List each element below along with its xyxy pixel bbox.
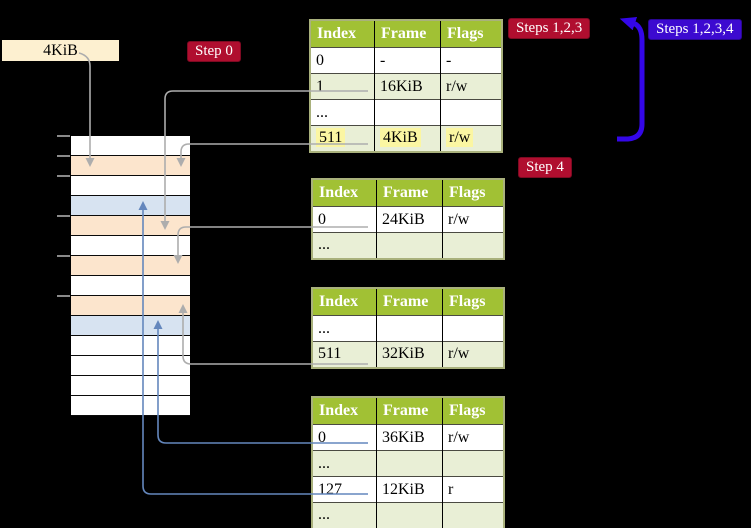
memory-frame-row bbox=[71, 236, 190, 256]
column-header: Frame bbox=[374, 20, 441, 48]
table-cell bbox=[442, 502, 504, 528]
table-cell bbox=[376, 315, 443, 342]
table-cell: 511 bbox=[310, 125, 375, 152]
table-cell: 12KiB bbox=[376, 476, 443, 503]
memory-frame-row bbox=[71, 356, 190, 376]
table-row: ... bbox=[312, 450, 504, 477]
highlighted-value: 4KiB bbox=[380, 128, 421, 148]
memory-address-tick bbox=[57, 215, 70, 217]
column-header: Index bbox=[312, 397, 377, 425]
table-cell: 1 bbox=[310, 73, 375, 100]
table-cell bbox=[374, 99, 441, 126]
table-cell: 127 bbox=[312, 476, 377, 503]
memory-frame-row bbox=[71, 176, 190, 196]
step-0-badge: Step 0 bbox=[187, 41, 241, 62]
table-row: ... bbox=[312, 232, 504, 259]
steps-loop-arrow bbox=[617, 16, 645, 142]
table-cell: ... bbox=[310, 99, 375, 126]
memory-frame-row bbox=[71, 376, 190, 396]
memory-frame-row bbox=[71, 156, 190, 176]
table-cell: 24KiB bbox=[376, 206, 443, 233]
memory-frame-row bbox=[71, 196, 190, 216]
column-header: Frame bbox=[376, 179, 443, 207]
table-cell bbox=[376, 232, 443, 259]
column-header: Flags bbox=[442, 397, 504, 425]
table-cell: ... bbox=[312, 450, 377, 477]
table-row: 511 4KiB r/w bbox=[310, 125, 502, 152]
memory-frame-row bbox=[71, 396, 190, 416]
highlighted-value: 511 bbox=[316, 128, 346, 148]
table-cell: 0 bbox=[310, 47, 375, 74]
table-cell: r/w bbox=[442, 424, 504, 451]
table-cell: 511 bbox=[312, 341, 377, 368]
table-row: ... bbox=[312, 502, 504, 528]
table-cell: ... bbox=[312, 502, 377, 528]
highlighted-value: r/w bbox=[446, 128, 474, 148]
table-cell: 0 bbox=[312, 206, 377, 233]
column-header: Index bbox=[310, 20, 375, 48]
column-header: Frame bbox=[376, 288, 443, 316]
table-cell bbox=[442, 315, 504, 342]
column-header: Frame bbox=[376, 397, 443, 425]
memory-frame-row bbox=[71, 256, 190, 276]
table-row: ... bbox=[312, 315, 504, 342]
steps-123-badge: Steps 1,2,3 bbox=[508, 18, 591, 39]
memory-address-tick bbox=[57, 135, 70, 137]
table-cell bbox=[376, 450, 443, 477]
table-cell bbox=[440, 99, 502, 126]
column-header: Index bbox=[312, 179, 377, 207]
memory-frame-row bbox=[71, 316, 190, 336]
table-cell: ... bbox=[312, 232, 377, 259]
table-cell bbox=[376, 502, 443, 528]
table-cell: 4KiB bbox=[374, 125, 441, 152]
table-cell: - bbox=[374, 47, 441, 74]
table-cell: 0 bbox=[312, 424, 377, 451]
table-cell: r/w bbox=[442, 206, 504, 233]
table-cell: ... bbox=[312, 315, 377, 342]
step-4-badge: Step 4 bbox=[518, 157, 572, 178]
memory-frame-row bbox=[71, 296, 190, 316]
memory-address-tick bbox=[57, 295, 70, 297]
frame-size-label: 4KiB bbox=[2, 40, 119, 61]
table-cell: r bbox=[442, 476, 504, 503]
memory-frame-row bbox=[71, 216, 190, 236]
table-cell bbox=[442, 450, 504, 477]
steps-1234-badge: Steps 1,2,3,4 bbox=[648, 19, 742, 40]
memory-frame-row bbox=[71, 336, 190, 356]
memory-address-tick bbox=[57, 155, 70, 157]
column-header: Index bbox=[312, 288, 377, 316]
column-header: Flags bbox=[440, 20, 502, 48]
table-row: 0-- bbox=[310, 47, 502, 74]
table-row: ... bbox=[310, 99, 502, 126]
memory-frame-row bbox=[71, 136, 190, 156]
table-cell: r/w bbox=[442, 341, 504, 368]
table-cell: 32KiB bbox=[376, 341, 443, 368]
table-cell: 36KiB bbox=[376, 424, 443, 451]
table-cell: 16KiB bbox=[374, 73, 441, 100]
table-cell: r/w bbox=[440, 73, 502, 100]
table-cell: r/w bbox=[440, 125, 502, 152]
memory-frame-row bbox=[71, 276, 190, 296]
memory-address-tick bbox=[57, 255, 70, 257]
memory-address-tick bbox=[57, 175, 70, 177]
column-header: Flags bbox=[442, 288, 504, 316]
physical-memory-column bbox=[71, 136, 190, 416]
table-cell bbox=[442, 232, 504, 259]
table-cell: - bbox=[440, 47, 502, 74]
column-header: Flags bbox=[442, 179, 504, 207]
